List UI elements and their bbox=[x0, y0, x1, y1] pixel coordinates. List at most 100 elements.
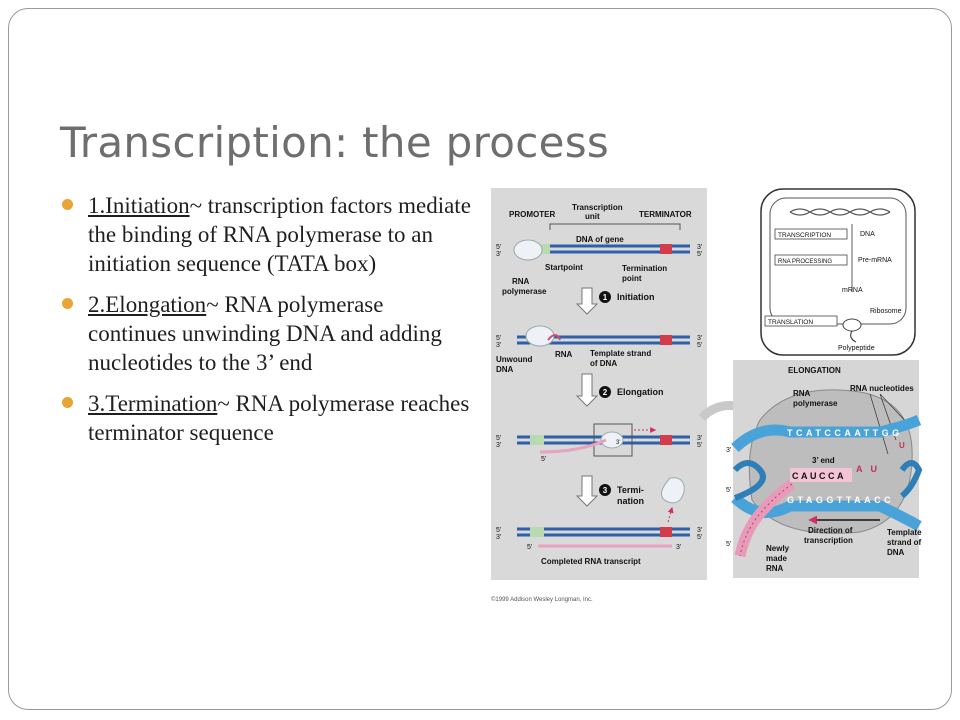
five-prime-label: 5' bbox=[697, 442, 702, 449]
slide-frame bbox=[8, 8, 952, 710]
startpoint-label: Startpoint bbox=[545, 263, 583, 272]
termination-point-label: Termination bbox=[622, 264, 667, 273]
down-arrow bbox=[575, 475, 599, 507]
transcription-label: TRANSCRIPTION bbox=[778, 232, 831, 239]
pre-mrna-label: Pre-mRNA bbox=[858, 257, 892, 264]
bullet-dot bbox=[62, 298, 73, 309]
dna-strand-2 bbox=[517, 325, 690, 347]
template-strand-label: Template strand bbox=[590, 349, 651, 358]
down-arrow bbox=[575, 373, 599, 407]
direction-label: transcription bbox=[804, 536, 853, 545]
rna-sequence: CAUCCA bbox=[792, 471, 846, 481]
template-label: DNA bbox=[887, 548, 905, 557]
dna-helix bbox=[789, 208, 891, 216]
dna-bottom-strand bbox=[731, 493, 922, 531]
three-prime-label: 3' bbox=[496, 342, 501, 349]
bullet-list: 1.Initiation~ transcription factors medi… bbox=[62, 191, 472, 459]
transcription-figure: PROMOTER Transcription unit TERMINATOR D… bbox=[491, 188, 923, 580]
five-prime-label: 5' bbox=[697, 251, 702, 258]
three-prime-label: 3' bbox=[697, 435, 702, 442]
dna-helix-left bbox=[732, 460, 766, 501]
terminator-label: TERMINATOR bbox=[639, 210, 692, 219]
rna-processing-box bbox=[774, 254, 848, 266]
rna-polymerase-blob bbox=[513, 239, 543, 261]
nucleus-outline bbox=[769, 197, 907, 325]
cell-outline bbox=[760, 188, 916, 356]
three-prime-label: 3' bbox=[616, 440, 620, 446]
three-prime-label: 3' bbox=[726, 447, 731, 454]
unwound-dna-label: DNA bbox=[496, 365, 514, 374]
step-3-label: Termi- bbox=[617, 485, 644, 495]
rna-processing-label: RNA PROCESSING bbox=[778, 259, 832, 265]
bullet-dot bbox=[62, 199, 73, 210]
termination-point-label: point bbox=[622, 274, 642, 283]
transcription-unit-label: unit bbox=[585, 212, 600, 221]
mrna-label: mRNA bbox=[842, 287, 863, 294]
bullet-sep: ~ bbox=[217, 391, 236, 416]
template-label: strand of bbox=[887, 538, 922, 547]
dna-top-strand bbox=[731, 414, 922, 453]
rna-polymerase-label: RNA bbox=[793, 389, 811, 398]
template-label: Template bbox=[887, 528, 922, 537]
bullet-termination: 3.Termination~ RNA polymerase reaches te… bbox=[62, 389, 472, 447]
bullet-term: 2.Elongation bbox=[88, 292, 207, 317]
translation-box bbox=[764, 315, 838, 327]
polymerase-blob bbox=[748, 389, 913, 534]
rna-polymerase-label: RNA bbox=[512, 277, 530, 286]
three-prime-label: 3' bbox=[496, 442, 501, 449]
three-prime-label: 3' bbox=[496, 251, 501, 258]
direction-label: Direction of bbox=[808, 526, 853, 535]
unwound-dna-label: Unwound bbox=[496, 355, 533, 364]
bullet-text: transcription factors mediate the bindin… bbox=[88, 193, 471, 276]
transcription-box bbox=[774, 228, 848, 240]
bullet-term: 3.Termination bbox=[88, 391, 218, 416]
top-sequence: TCATCCAATTGG bbox=[787, 428, 903, 438]
elongation-heading: ELONGATION bbox=[788, 366, 841, 375]
dna-helix-right bbox=[899, 460, 923, 499]
bullet-elongation: 2.Elongation~ RNA polymerase continues u… bbox=[62, 290, 472, 377]
newly-made-label: Newly bbox=[766, 544, 790, 553]
bullet-sep: ~ bbox=[206, 292, 225, 317]
five-prime-label: 5' bbox=[496, 335, 501, 342]
five-prime-label: 5' bbox=[697, 534, 702, 541]
template-strand-label: of DNA bbox=[590, 359, 617, 368]
rna-polymerase-label: polymerase bbox=[793, 399, 838, 408]
translation-label: TRANSLATION bbox=[768, 319, 813, 326]
step-2-badge bbox=[599, 386, 611, 398]
copyright-text: ©1999 Addison Wesley Longman, Inc. bbox=[491, 597, 593, 603]
newly-made-label: RNA bbox=[766, 564, 784, 573]
five-prime-label: 5' bbox=[697, 342, 702, 349]
step-1-badge bbox=[599, 291, 611, 303]
elongation-inset: ELONGATION RNA polymerase RNA nucleotide… bbox=[726, 360, 923, 578]
three-end-label: 3’ end bbox=[812, 456, 835, 465]
bullet-text: RNA polymerase continues unwinding DNA a… bbox=[88, 292, 442, 375]
rna-strand-box bbox=[790, 468, 852, 482]
step-3-number: 3 bbox=[603, 486, 608, 495]
transcription-unit-label: Transcription bbox=[572, 203, 623, 212]
left-panel: PROMOTER Transcription unit TERMINATOR D… bbox=[491, 188, 707, 580]
step-2-number: 2 bbox=[603, 388, 608, 397]
step-3-badge bbox=[599, 484, 611, 496]
ribosome-label: Ribosome bbox=[870, 308, 902, 315]
ribosome-shape bbox=[842, 318, 862, 332]
dna-of-gene-label: DNA of gene bbox=[576, 235, 624, 244]
rna-polymerase-label: polymerase bbox=[502, 287, 547, 296]
five-prime-label: 5' bbox=[496, 527, 501, 534]
polypeptide-chain bbox=[850, 330, 857, 343]
three-prime-label: 3' bbox=[496, 534, 501, 541]
step-3-label: nation bbox=[617, 496, 644, 506]
newly-made-label: made bbox=[766, 554, 787, 563]
five-prime-label: 5' bbox=[527, 544, 532, 551]
dna-strand-3 bbox=[517, 423, 690, 457]
rna-label: RNA bbox=[555, 350, 573, 359]
release-arrow bbox=[667, 506, 674, 523]
overview-cell: TRANSCRIPTION DNA RNA PROCESSING Pre-mRN… bbox=[760, 188, 916, 356]
slide-title: Transcription: the process bbox=[60, 118, 610, 167]
dna-strand-4 bbox=[517, 527, 690, 548]
step-1-label: Initiation bbox=[617, 292, 655, 302]
five-prime-label: 5' bbox=[726, 487, 731, 494]
completed-rna-label: Completed RNA transcript bbox=[541, 557, 641, 566]
step-1-number: 1 bbox=[603, 293, 608, 302]
bullet-sep: ~ bbox=[189, 193, 208, 218]
three-prime-label: 3' bbox=[676, 544, 681, 551]
